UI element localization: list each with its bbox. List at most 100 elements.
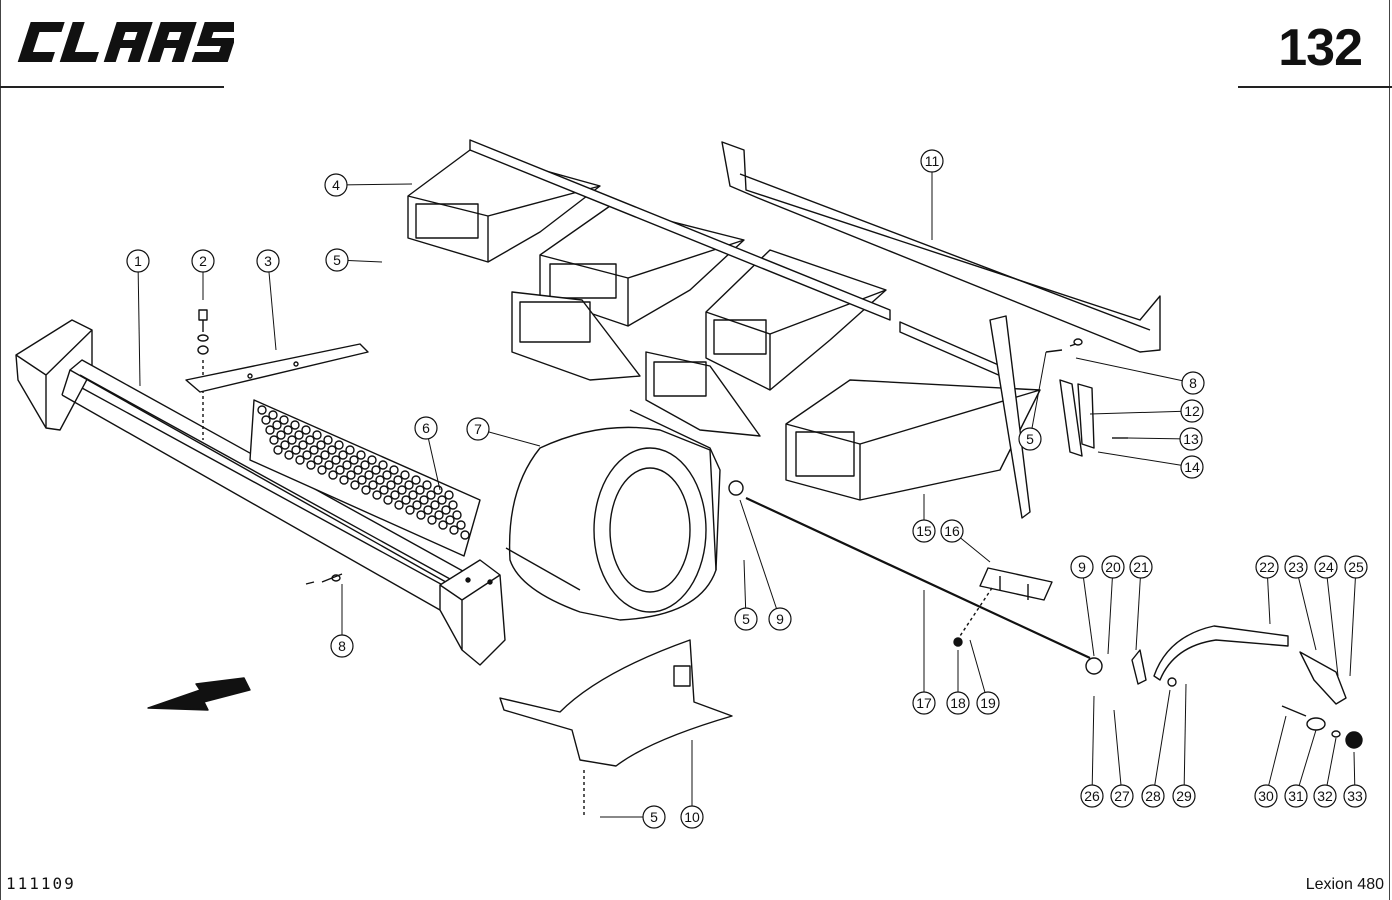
part-bolt-2 bbox=[197, 309, 209, 440]
callout-label: 24 bbox=[1318, 559, 1334, 575]
frame-left-border bbox=[0, 0, 1, 900]
callout-label: 14 bbox=[1184, 459, 1200, 475]
callout-29: 29 bbox=[1172, 683, 1196, 808]
part-perforated-screen bbox=[249, 399, 481, 557]
callout-23: 23 bbox=[1284, 555, 1317, 651]
logo-underline bbox=[0, 86, 224, 88]
callout-label: 6 bbox=[422, 420, 430, 436]
part-shaft bbox=[728, 480, 1091, 659]
callout-label: 12 bbox=[1184, 403, 1200, 419]
callout-26: 26 bbox=[1080, 695, 1104, 808]
page-number-underline bbox=[1238, 86, 1392, 88]
callout-label: 9 bbox=[1078, 559, 1086, 575]
part-fan-housing bbox=[505, 409, 721, 621]
callout-label: 25 bbox=[1348, 559, 1364, 575]
callout-27: 27 bbox=[1110, 709, 1134, 808]
callout-label: 28 bbox=[1145, 788, 1161, 804]
callout-label: 33 bbox=[1347, 788, 1363, 804]
callout-label: 16 bbox=[944, 523, 960, 539]
part-bolt-8 bbox=[305, 338, 1083, 585]
callout-8: 8 bbox=[330, 584, 354, 658]
callout-label: 5 bbox=[333, 252, 341, 268]
callout-label: 31 bbox=[1288, 788, 1304, 804]
callout-label: 15 bbox=[916, 523, 932, 539]
callout-label: 5 bbox=[1026, 431, 1034, 447]
callout-label: 18 bbox=[950, 695, 966, 711]
callout-4: 4 bbox=[324, 173, 413, 197]
callout-label: 27 bbox=[1114, 788, 1130, 804]
callout-11: 11 bbox=[920, 149, 944, 240]
part-lower-guard bbox=[499, 639, 733, 816]
direction-arrow bbox=[147, 677, 251, 711]
callout-20: 20 bbox=[1101, 555, 1125, 655]
callout-7: 7 bbox=[466, 417, 541, 447]
callout-label: 10 bbox=[684, 809, 700, 825]
callout-label: 8 bbox=[1189, 375, 1197, 391]
callout-label: 17 bbox=[916, 695, 932, 711]
part-strip-plate bbox=[185, 343, 369, 393]
callout-16: 16 bbox=[940, 519, 991, 563]
callout-label: 26 bbox=[1084, 788, 1100, 804]
callout-label: 5 bbox=[650, 809, 658, 825]
callout-label: 5 bbox=[742, 611, 750, 627]
callout-1: 1 bbox=[126, 249, 150, 387]
callout-5: 5 bbox=[600, 805, 666, 829]
part-side-rail bbox=[15, 319, 506, 666]
part-air-ducts bbox=[407, 139, 1041, 501]
callout-label: 21 bbox=[1133, 559, 1149, 575]
model-name: Lexion 480 bbox=[1305, 876, 1384, 893]
callout-33: 33 bbox=[1343, 751, 1367, 808]
part-angle-rail bbox=[721, 141, 1161, 353]
callout-label: 8 bbox=[338, 638, 346, 654]
callout-label: 22 bbox=[1259, 559, 1275, 575]
callout-3: 3 bbox=[256, 249, 280, 351]
callout-19: 19 bbox=[969, 639, 1000, 715]
callout-label: 11 bbox=[925, 153, 940, 169]
callout-32: 32 bbox=[1313, 737, 1337, 808]
callout-9: 9 bbox=[739, 499, 792, 631]
callout-12: 12 bbox=[1089, 399, 1204, 423]
callout-label: 13 bbox=[1183, 431, 1199, 447]
callout-label: 7 bbox=[474, 421, 482, 437]
callout-10: 10 bbox=[680, 740, 704, 829]
callout-label: 4 bbox=[332, 177, 340, 193]
page-number: 132 bbox=[1278, 19, 1363, 77]
callout-label: 30 bbox=[1258, 788, 1274, 804]
callout-label: 3 bbox=[264, 253, 272, 269]
callout-label: 1 bbox=[134, 253, 142, 269]
claas-logo bbox=[17, 22, 234, 62]
callout-label: 23 bbox=[1288, 559, 1304, 575]
callout-30: 30 bbox=[1254, 715, 1287, 808]
callout-label: 32 bbox=[1317, 788, 1333, 804]
document-number: 111109 bbox=[6, 874, 76, 893]
callout-9: 9 bbox=[1070, 555, 1095, 657]
callout-31: 31 bbox=[1284, 729, 1317, 808]
callout-21: 21 bbox=[1129, 555, 1153, 651]
callout-17: 17 bbox=[912, 590, 936, 715]
callout-28: 28 bbox=[1141, 689, 1171, 808]
callout-label: 19 bbox=[980, 695, 996, 711]
callout-14: 14 bbox=[1097, 451, 1204, 479]
callout-8: 8 bbox=[1075, 357, 1205, 395]
callout-13: 13 bbox=[1127, 427, 1203, 451]
callout-24: 24 bbox=[1314, 555, 1339, 677]
callout-5: 5 bbox=[325, 248, 383, 272]
callout-5: 5 bbox=[1018, 351, 1047, 451]
frame-right-border bbox=[1389, 0, 1390, 900]
callout-label: 20 bbox=[1105, 559, 1121, 575]
callout-6: 6 bbox=[414, 416, 441, 491]
callout-label: 29 bbox=[1176, 788, 1192, 804]
callout-15: 15 bbox=[912, 494, 936, 543]
part-vertical-bracket bbox=[989, 315, 1128, 519]
part-small-plate bbox=[953, 567, 1053, 647]
part-linkage-assembly bbox=[1085, 625, 1363, 749]
callout-label: 2 bbox=[199, 253, 207, 269]
callout-25: 25 bbox=[1344, 555, 1368, 677]
callout-2: 2 bbox=[191, 249, 215, 300]
callout-label: 9 bbox=[776, 611, 784, 627]
callout-18: 18 bbox=[946, 650, 970, 715]
callout-5: 5 bbox=[734, 559, 758, 631]
